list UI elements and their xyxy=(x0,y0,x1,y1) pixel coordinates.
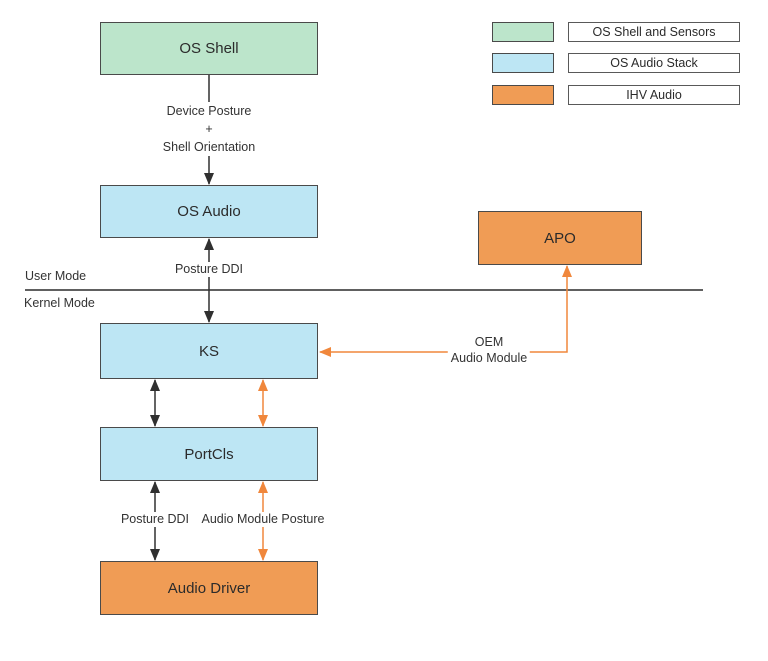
legend-swatch-orange xyxy=(492,85,554,105)
kernel-mode-label: Kernel Mode xyxy=(24,296,95,311)
legend-row-os-audio-stack: OS Audio Stack xyxy=(492,53,740,73)
audio-driver-box: Audio Driver xyxy=(100,561,318,615)
legend-label-ihv-audio: IHV Audio xyxy=(568,85,740,105)
posture-ddi-lower-label: Posture DDI xyxy=(117,512,193,527)
os-shell-box: OS Shell xyxy=(100,22,318,75)
os-audio-label: OS Audio xyxy=(177,203,241,220)
legend-swatch-green xyxy=(492,22,554,42)
connector-ks-apo-orange xyxy=(319,265,572,357)
device-posture-shell-orientation-label: Device Posture + Shell Orientation xyxy=(159,102,259,156)
legend-label-os-shell-and-sensors: OS Shell and Sensors xyxy=(568,22,740,42)
user-mode-label: User Mode xyxy=(25,269,87,284)
oem-audio-module-label: OEM Audio Module xyxy=(447,334,531,366)
ks-label: KS xyxy=(198,342,219,360)
apo-label: APO xyxy=(544,229,576,247)
portcls-box: PortCls xyxy=(100,427,318,481)
legend-row-ihv-audio: IHV Audio xyxy=(492,85,740,105)
os-audio-box: OS Audio xyxy=(100,185,318,238)
os-shell-label: OS Shell xyxy=(179,40,239,57)
legend-swatch-blue xyxy=(492,53,554,73)
posture-ddi-upper-label: Posture DDI xyxy=(171,262,247,277)
legend-label-os-audio-stack: OS Audio Stack xyxy=(568,53,740,73)
audio-driver-label: Audio Driver xyxy=(167,579,251,597)
legend-row-os-shell-and-sensors: OS Shell and Sensors xyxy=(492,22,740,42)
audio-module-posture-label: Audio Module Posture xyxy=(198,512,328,527)
apo-box: APO xyxy=(478,211,642,265)
ks-box: KS xyxy=(100,323,318,379)
portcls-label: PortCls xyxy=(184,445,234,463)
